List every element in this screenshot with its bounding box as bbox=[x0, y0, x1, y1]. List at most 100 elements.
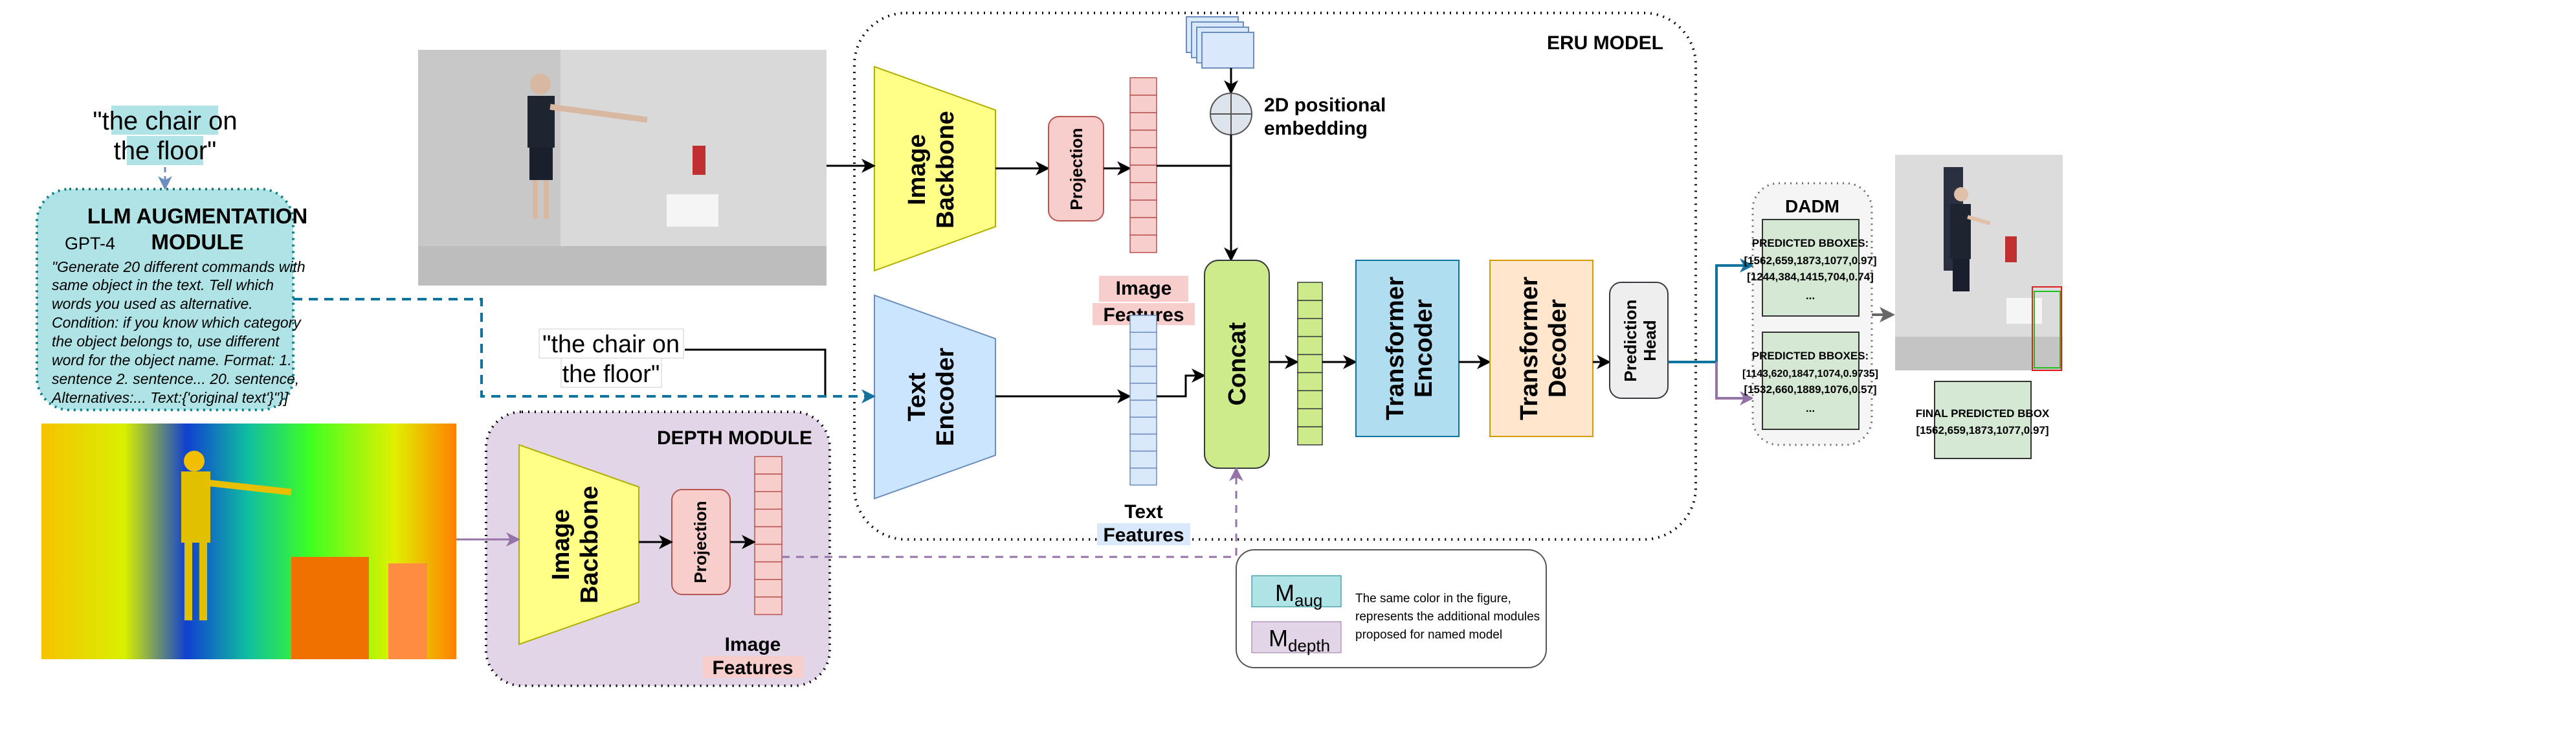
text-encoder: TextEncoder bbox=[874, 294, 996, 500]
svg-text:...: ... bbox=[1806, 289, 1815, 302]
svg-text:Features: Features bbox=[1103, 525, 1184, 546]
legend-swatch-depth bbox=[1251, 621, 1342, 653]
svg-text:Features: Features bbox=[712, 657, 793, 679]
svg-text:TransformerDecoder: TransformerDecoder bbox=[1516, 277, 1571, 420]
legend-text: The same color in the figure, bbox=[1355, 592, 1511, 605]
feature-cell bbox=[1297, 426, 1323, 446]
feature-cell bbox=[1129, 199, 1157, 218]
feature-cell bbox=[1297, 300, 1323, 319]
svg-text:ImageBackbone: ImageBackbone bbox=[904, 111, 959, 229]
feature-cell bbox=[1129, 182, 1157, 201]
svg-text:the floor": the floor" bbox=[562, 361, 660, 388]
text-features-label: Text Features bbox=[1097, 501, 1190, 546]
svg-text:[1143,620,1847,1074,0.9735]: [1143,620,1847,1074,0.9735] bbox=[1742, 368, 1878, 379]
query-text-top: "the chair on the floor" bbox=[93, 106, 238, 165]
llm-prompt: "Generate 20 different commands with sam… bbox=[50, 258, 305, 406]
feature-cell bbox=[754, 596, 783, 615]
feature-cell bbox=[754, 561, 783, 580]
legend-text: represents the additional modules bbox=[1355, 610, 1540, 624]
add-operator-icon bbox=[1210, 93, 1252, 135]
query-line: the floor" bbox=[114, 137, 217, 165]
feature-cell bbox=[1129, 77, 1157, 96]
connector-query-to-text-encoder bbox=[685, 348, 827, 398]
svg-text:words you used as alternative.: words you used as alternative. bbox=[52, 295, 253, 312]
feature-cell bbox=[1129, 332, 1157, 350]
input-rgb-image bbox=[418, 50, 827, 286]
feature-cell bbox=[1129, 234, 1157, 253]
arrow-text-features-to-concat bbox=[1157, 368, 1206, 398]
feature-cell bbox=[1297, 408, 1323, 427]
transformer-encoder: TransformerEncoder bbox=[1355, 260, 1460, 437]
svg-text:Image: Image bbox=[1116, 278, 1172, 299]
feature-cell bbox=[1129, 383, 1157, 401]
svg-text:[1532,660,1889,1076,0.57]: [1532,660,1889,1076,0.57] bbox=[1744, 383, 1876, 396]
svg-text:PredictionHead: PredictionHead bbox=[1621, 299, 1660, 381]
ground-truth-bbox bbox=[2034, 291, 2061, 368]
feature-cell bbox=[754, 526, 783, 545]
feature-cell bbox=[754, 473, 783, 492]
feature-cell bbox=[754, 543, 783, 563]
feature-cell bbox=[1129, 433, 1157, 452]
feature-cell bbox=[1129, 468, 1157, 486]
feature-cell bbox=[1297, 282, 1323, 301]
predicted-bboxes-depth: PREDICTED BBOXES: [1143,620,1847,1074,0.… bbox=[1742, 332, 1878, 430]
feature-cell bbox=[754, 456, 783, 475]
arrow-head-to-dadm-rgb bbox=[1668, 258, 1754, 363]
feature-cell bbox=[1297, 390, 1323, 409]
text-features-vector bbox=[1129, 315, 1157, 486]
legend-label-aug: Maug bbox=[1275, 580, 1322, 610]
depth-module-title: DEPTH MODULE bbox=[657, 427, 812, 449]
feature-cell bbox=[1129, 217, 1157, 236]
legend: Maug Mdepth The same color in the figure… bbox=[1236, 549, 1547, 668]
positional-embedding-icon bbox=[1186, 16, 1254, 69]
query-line: "the chair on bbox=[93, 107, 237, 135]
svg-text:Text: Text bbox=[1124, 501, 1162, 523]
svg-text:"Generate 20 different command: "Generate 20 different commands with bbox=[52, 258, 305, 275]
svg-text:TextEncoder: TextEncoder bbox=[904, 348, 959, 446]
projection: Projection bbox=[1048, 116, 1104, 221]
svg-text:PREDICTED BBOXES:: PREDICTED BBOXES: bbox=[1752, 350, 1869, 362]
feature-cell bbox=[1297, 318, 1323, 337]
predicted-bbox bbox=[2032, 286, 2062, 371]
svg-text:[1562,659,1873,1077,0.97]: [1562,659,1873,1077,0.97] bbox=[1916, 424, 2049, 436]
svg-text:TransformerEncoder: TransformerEncoder bbox=[1382, 277, 1438, 420]
feature-cell bbox=[1129, 348, 1157, 367]
output-image bbox=[1895, 155, 2063, 371]
final-predicted-bbox: FINAL PREDICTED BBOX [1562,659,1873,1077… bbox=[1916, 381, 2050, 459]
legend-swatch-aug bbox=[1251, 575, 1342, 607]
concat-block: Concat bbox=[1204, 260, 1270, 469]
input-depth-image bbox=[41, 424, 456, 659]
feature-cell bbox=[1129, 95, 1157, 113]
image-backbone: ImageBackbone bbox=[874, 65, 996, 272]
svg-text:Image: Image bbox=[725, 634, 781, 655]
feature-cell bbox=[754, 491, 783, 510]
legend-text: proposed for named model bbox=[1355, 628, 1502, 642]
eru-model-container bbox=[853, 12, 1697, 541]
svg-text:same object in the text. Tell: same object in the text. Tell which bbox=[52, 277, 274, 293]
svg-text:Concat: Concat bbox=[1224, 322, 1251, 405]
llm-module-title: LLM AUGMENTATION bbox=[87, 204, 307, 228]
svg-text:sentence 2. sentence... 20. se: sentence 2. sentence... 20. sentence, bbox=[52, 370, 299, 387]
feature-cell bbox=[1129, 365, 1157, 384]
svg-text:PREDICTED BBOXES:: PREDICTED BBOXES: bbox=[1752, 237, 1869, 249]
depth-image-backbone-label: ImageBackbone bbox=[548, 486, 603, 604]
svg-text:FINAL PREDICTED BBOX: FINAL PREDICTED BBOX bbox=[1916, 407, 2050, 420]
depth-features-vector bbox=[754, 456, 783, 615]
feature-cell bbox=[1297, 354, 1323, 374]
depth-module: DEPTH MODULE ImageBackbone Projection Im… bbox=[485, 411, 831, 687]
transformer-decoder: TransformerDecoder bbox=[1489, 260, 1593, 437]
feature-cell bbox=[1129, 147, 1157, 166]
llm-module-title: MODULE bbox=[151, 230, 244, 254]
svg-text:Projection: Projection bbox=[691, 501, 710, 583]
predicted-bboxes-rgb: PREDICTED BBOXES: [1562,659,1873,1077,0.… bbox=[1744, 219, 1877, 317]
image-features-vector bbox=[1129, 77, 1157, 253]
arrow-depth-features-to-concat bbox=[782, 467, 1243, 558]
prediction-head: PredictionHead bbox=[1609, 282, 1669, 399]
feature-cell bbox=[1129, 315, 1157, 333]
feature-cell bbox=[754, 579, 783, 598]
feature-cell bbox=[1129, 164, 1157, 183]
query-text-mid: "the chair on the floor" bbox=[539, 328, 684, 388]
svg-text:Alternatives:... Text:{'origin: Alternatives:... Text:{'original text'}"… bbox=[50, 389, 289, 406]
